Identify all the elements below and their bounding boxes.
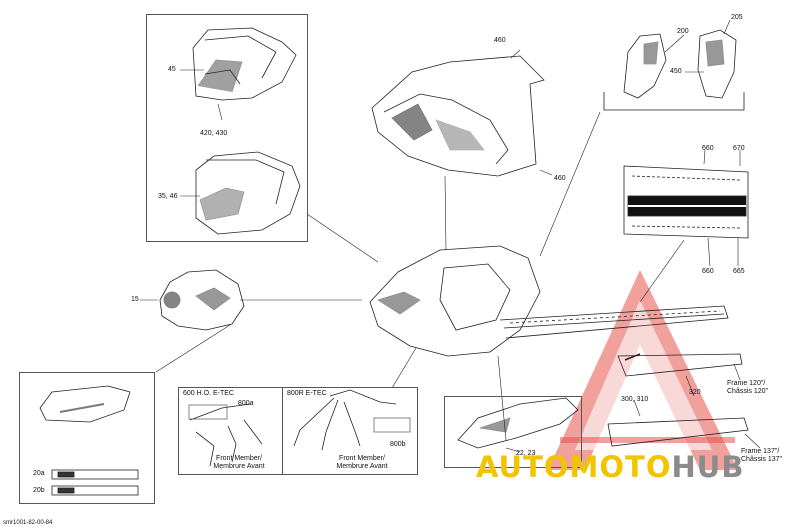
engine-variant-box bbox=[178, 387, 418, 475]
callout-200: 200 bbox=[677, 28, 689, 35]
panel-22-23-box bbox=[444, 396, 582, 468]
engine-variant-divider bbox=[282, 387, 283, 475]
callout-660-top: 660 bbox=[702, 145, 714, 152]
caption-front-member-a2: Membrure Avant bbox=[213, 463, 265, 470]
watermark-text: AUTOMOTOHUB bbox=[476, 452, 744, 482]
caption-800r-etec: 800R E-TEC bbox=[287, 390, 327, 397]
callout-800a: 800a bbox=[238, 400, 254, 407]
caption-front-member-b2: Membrure Avant bbox=[336, 463, 388, 470]
document-code: smr1001-82-00-84 bbox=[3, 520, 53, 526]
front-member-a bbox=[188, 403, 263, 467]
callout-300-310: 300, 310 bbox=[621, 396, 649, 403]
callout-20a: 20a bbox=[33, 470, 45, 477]
callout-35-46: 35, 46 bbox=[158, 193, 178, 200]
watermark-moto: MOTO bbox=[569, 450, 672, 484]
frame-rails bbox=[607, 353, 749, 447]
callout-420-430: 420, 430 bbox=[200, 130, 228, 137]
callout-15: 15 bbox=[131, 296, 139, 303]
callout-660-bottom: 660 bbox=[702, 268, 714, 275]
callout-22-23: 22, 23 bbox=[516, 450, 536, 457]
caption-600-ho-etec: 600 H.O. E-TEC bbox=[183, 390, 234, 397]
callout-665: 665 bbox=[733, 268, 745, 275]
side-decal-box bbox=[19, 372, 155, 504]
hood-panel-35 bbox=[195, 151, 301, 235]
tunnel-decal-box bbox=[618, 145, 756, 273]
hood-panel-45 bbox=[192, 27, 297, 101]
caption-frame-120-fr: Châssis 120" bbox=[727, 388, 769, 395]
callout-460-top: 460 bbox=[494, 37, 506, 44]
tunnel-decal bbox=[623, 165, 749, 239]
callout-205: 205 bbox=[731, 14, 743, 21]
panel-22-23 bbox=[457, 397, 579, 449]
front-member-b bbox=[293, 389, 411, 451]
callout-20b: 20b bbox=[33, 487, 45, 494]
side-decal-20 bbox=[39, 385, 139, 496]
watermark-auto: AUTO bbox=[476, 450, 570, 484]
watermark-hub: HUB bbox=[671, 450, 745, 484]
caption-frame-137: Frame 137"/ bbox=[741, 448, 780, 455]
callout-450: 450 bbox=[670, 68, 682, 75]
callout-45: 45 bbox=[168, 66, 176, 73]
nose-panel-15 bbox=[159, 269, 245, 331]
caption-frame-120: Frame 120"/ bbox=[727, 380, 766, 387]
side-panels-200-205 bbox=[603, 29, 745, 111]
callout-460-right: 460 bbox=[554, 175, 566, 182]
caption-frame-137-fr: Châssis 137" bbox=[741, 456, 783, 463]
top-panel-460 bbox=[371, 55, 545, 177]
callout-800b: 800b bbox=[390, 441, 406, 448]
callout-670: 670 bbox=[733, 145, 745, 152]
snowmobile-body bbox=[369, 245, 729, 357]
hood-panels-box bbox=[146, 14, 308, 242]
callout-320: 320 bbox=[689, 389, 701, 396]
caption-front-member-b: Front Member/ bbox=[339, 455, 385, 462]
caption-front-member-a: Front Member/ bbox=[216, 455, 262, 462]
connector-lines bbox=[140, 19, 761, 453]
